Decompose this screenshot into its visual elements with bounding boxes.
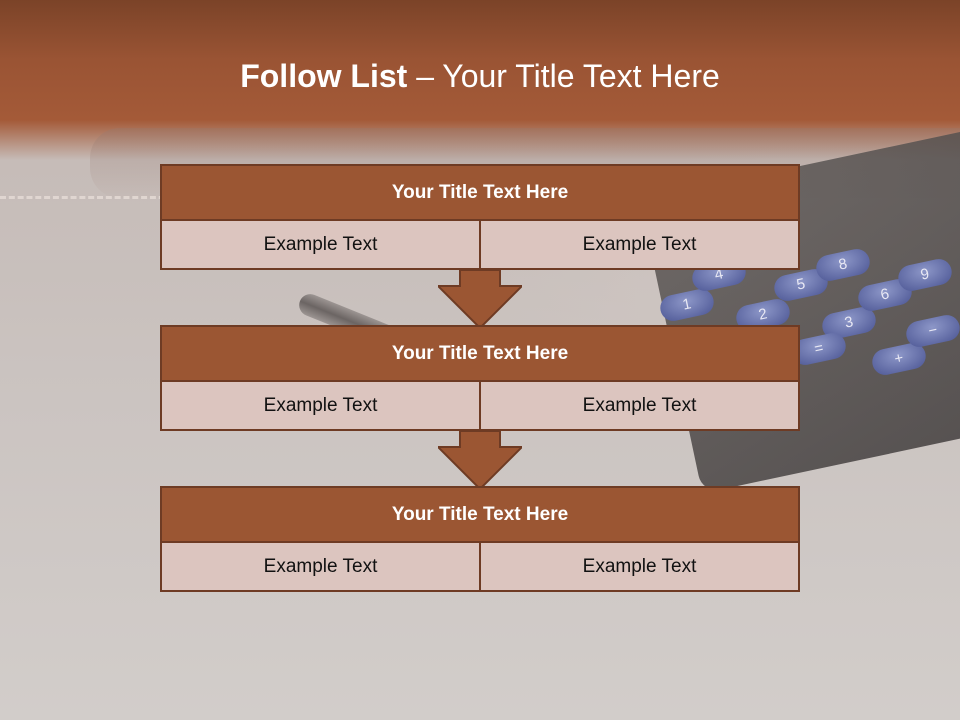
block-title: Your Title Text Here <box>160 486 800 543</box>
list-block-3: Your Title Text Here Example Text Exampl… <box>160 486 800 592</box>
block-row: Example Text Example Text <box>160 221 800 270</box>
block-cell-left: Example Text <box>160 221 481 270</box>
slide-title-bold: Follow List <box>240 58 408 94</box>
block-row: Example Text Example Text <box>160 382 800 431</box>
background-stitching <box>0 196 200 199</box>
slide-title: Follow List – Your Title Text Here <box>0 52 960 100</box>
block-cell-right: Example Text <box>479 382 800 431</box>
down-arrow-icon <box>438 270 522 330</box>
down-arrow-icon <box>438 431 522 491</box>
block-title: Your Title Text Here <box>160 325 800 382</box>
block-cell-left: Example Text <box>160 382 481 431</box>
list-block-1: Your Title Text Here Example Text Exampl… <box>160 164 800 270</box>
block-title: Your Title Text Here <box>160 164 800 221</box>
list-block-2: Your Title Text Here Example Text Exampl… <box>160 325 800 431</box>
block-cell-right: Example Text <box>479 543 800 592</box>
slide-title-rest: – Your Title Text Here <box>407 58 720 94</box>
block-cell-right: Example Text <box>479 221 800 270</box>
block-row: Example Text Example Text <box>160 543 800 592</box>
block-cell-left: Example Text <box>160 543 481 592</box>
